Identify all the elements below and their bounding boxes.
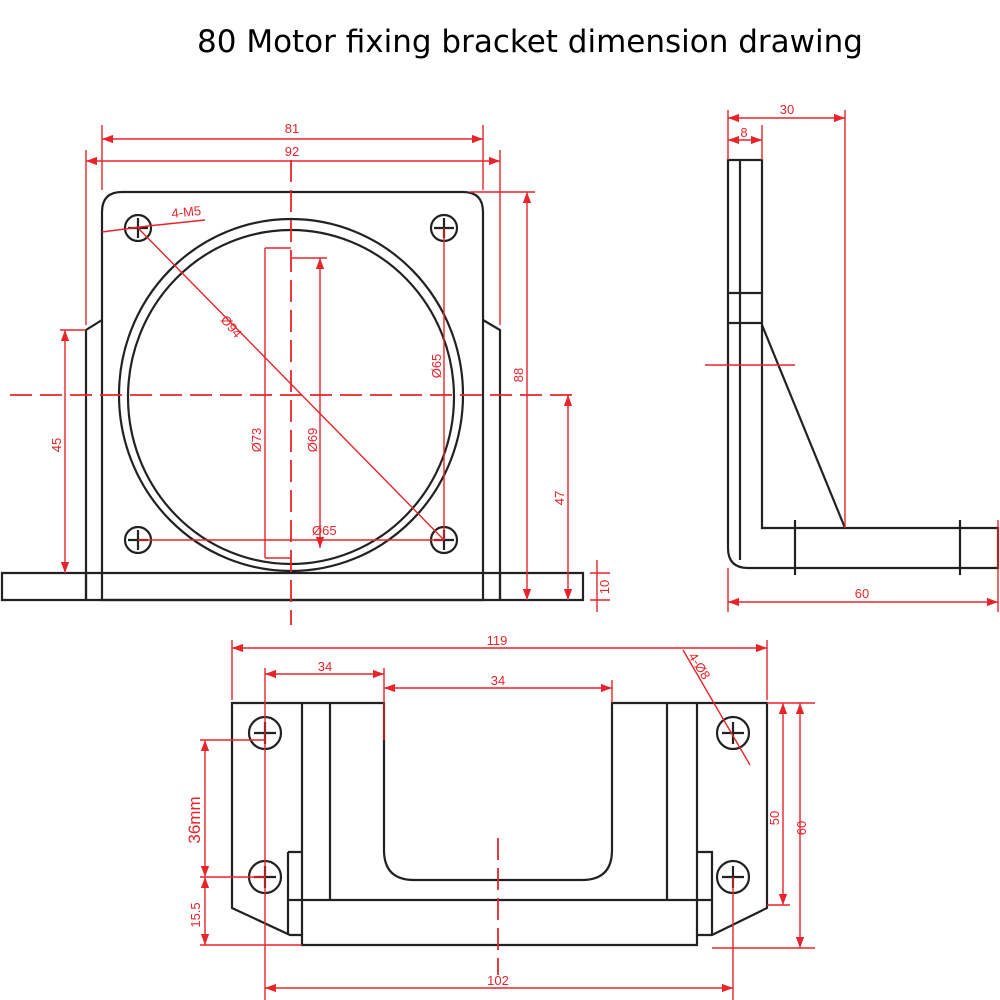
dim-47: 47: [552, 491, 567, 505]
dim-15-5: 15.5: [188, 902, 203, 927]
dim-36mm: 36mm: [185, 796, 204, 843]
dim-88: 88: [511, 368, 526, 382]
dim-102: 102: [487, 973, 509, 988]
dim-d69: Ø69: [305, 428, 320, 453]
dim-4-d8: 4-Ø8: [685, 650, 713, 682]
dim-10: 10: [597, 580, 612, 594]
dim-92: 92: [285, 144, 299, 159]
front-view: 81 92 88 47 45 10 4-M5 Ø94 Ø73 Ø69 Ø65 Ø…: [0, 121, 612, 625]
side-view: 30 8 60: [705, 102, 1000, 612]
mount-hole: [247, 715, 751, 895]
dim-30: 30: [780, 102, 794, 117]
dim-81: 81: [285, 121, 299, 136]
dim-60-bottom: 60: [794, 821, 809, 835]
dim-34-left: 34: [318, 659, 332, 674]
dim-50: 50: [767, 811, 782, 825]
dim-d73: Ø73: [249, 428, 264, 453]
dim-8: 8: [740, 125, 747, 140]
dim-45: 45: [49, 438, 64, 452]
dim-d65-horizontal: Ø65: [312, 523, 337, 538]
dim-d94: Ø94: [218, 312, 245, 340]
dim-34-slot: 34: [491, 673, 505, 688]
page-title: 80 Motor fixing bracket dimension drawin…: [197, 24, 863, 60]
dim-d65-vertical: Ø65: [429, 354, 444, 379]
dim-119: 119: [487, 633, 508, 648]
bottom-view: 119 34 34 4-Ø8 50 60 36mm 15.5 102: [185, 633, 815, 1000]
dim-60: 60: [855, 586, 869, 601]
dim-4-m5: 4-M5: [171, 203, 202, 221]
